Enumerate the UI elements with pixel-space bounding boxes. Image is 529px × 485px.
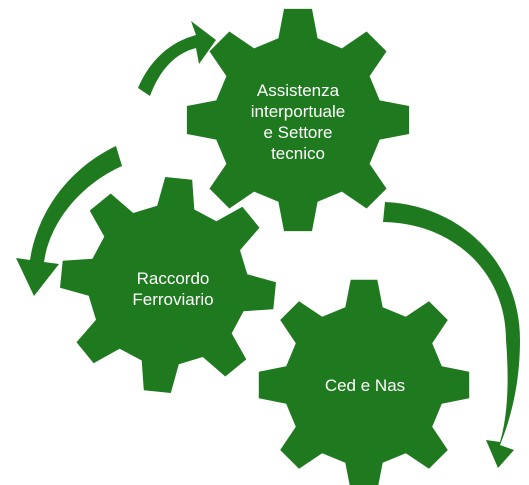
gear-label-assistenza: Assistenza interportuale e Settore tecni…: [238, 80, 358, 164]
label-line: Assistenza: [256, 81, 340, 100]
gear-icon: [186, 8, 410, 232]
arrow-top-icon: [138, 21, 216, 96]
gear-label-raccordo: Raccordo Ferroviario: [118, 268, 228, 310]
arrow-right-icon: [383, 202, 520, 468]
gear-label-ced: Ced e Nas: [305, 375, 425, 396]
label-line: tecnico: [271, 144, 325, 163]
label-line: Ced e Nas: [324, 376, 406, 395]
gear-icon: [60, 177, 276, 393]
arrow-left-icon: [16, 146, 122, 296]
label-line: interportuale: [250, 102, 346, 121]
gear-icon: [258, 279, 470, 485]
label-line: Raccordo: [136, 269, 210, 288]
label-line: Ferroviario: [132, 290, 214, 309]
label-line: e Settore: [263, 123, 333, 142]
